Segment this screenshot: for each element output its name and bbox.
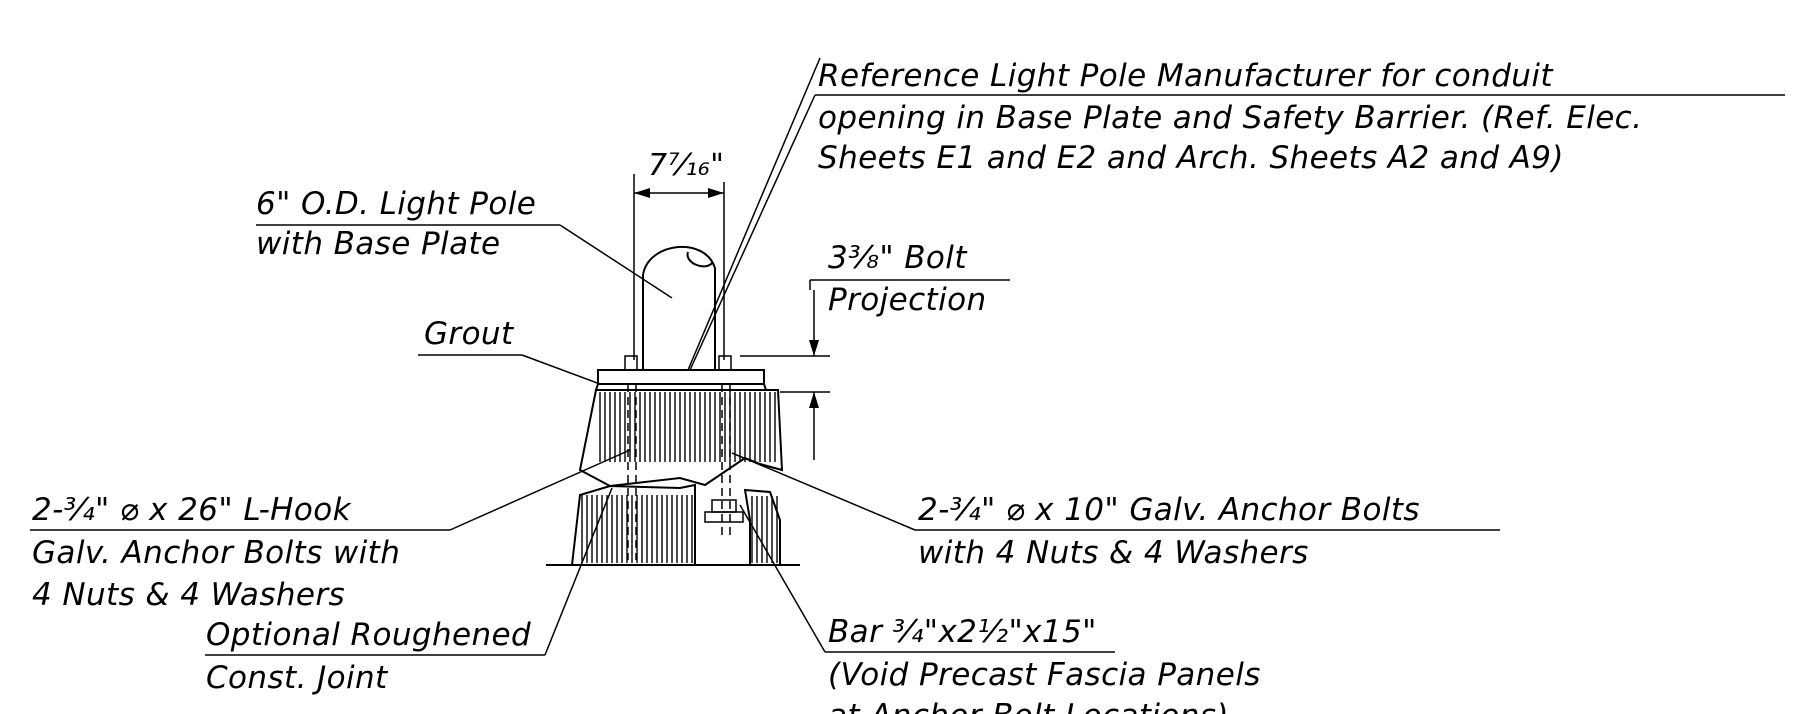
bolt-projection-label-line-2: Projection: [828, 282, 987, 318]
anchor-bolt-left: [624, 355, 638, 560]
bar-plate: [704, 499, 744, 523]
l-hook-bolts-label-line-1: 2-³⁄₄" ⌀ x 26" L-Hook: [32, 492, 352, 528]
light-pole-label-line-2: with Base Plate: [256, 226, 501, 262]
pole-width-dimension: [633, 174, 725, 360]
bar-label-line-1: Bar ³⁄₄"x2¹⁄₂"x15": [828, 614, 1097, 650]
light-pole-label-line-1: 6" O.D. Light Pole: [256, 186, 536, 222]
grout-label: Grout: [424, 316, 515, 352]
barrier-upper: [578, 389, 784, 488]
construction-joint-label-line-2: Const. Joint: [206, 660, 389, 696]
base-plate: [595, 369, 767, 391]
bolt-projection-dimension: [740, 290, 830, 460]
construction-joint-label-line-1: Optional Roughened: [206, 617, 531, 653]
l-hook-bolts-label-line-2: Galv. Anchor Bolts with: [32, 535, 400, 571]
anchor-bolts-label-line-1: 2-³⁄₄" ⌀ x 10" Galv. Anchor Bolts: [918, 492, 1420, 528]
bolt-projection-label-line-1: 3³⁄₈" Bolt: [828, 240, 968, 276]
leaders: [30, 57, 1785, 656]
light-pole: [642, 245, 716, 370]
l-hook-bolts-label-line-3: 4 Nuts & 4 Washers: [32, 577, 345, 613]
reference-note-line-1: Reference Light Pole Manufacturer for co…: [818, 58, 1554, 94]
reference-note-line-2: opening in Base Plate and Safety Barrier…: [818, 100, 1642, 136]
pole-width-label: 7⁷⁄₁₆": [648, 148, 724, 183]
barrier-lower: [570, 483, 781, 566]
bar-label-line-3: at Anchor Bolt Locations): [828, 698, 1229, 714]
anchor-bolts-label-line-2: with 4 Nuts & 4 Washers: [918, 535, 1309, 571]
bar-label-line-2: (Void Precast Fascia Panels: [828, 657, 1261, 693]
reference-note-line-3: Sheets E1 and E2 and Arch. Sheets A2 and…: [818, 140, 1564, 176]
